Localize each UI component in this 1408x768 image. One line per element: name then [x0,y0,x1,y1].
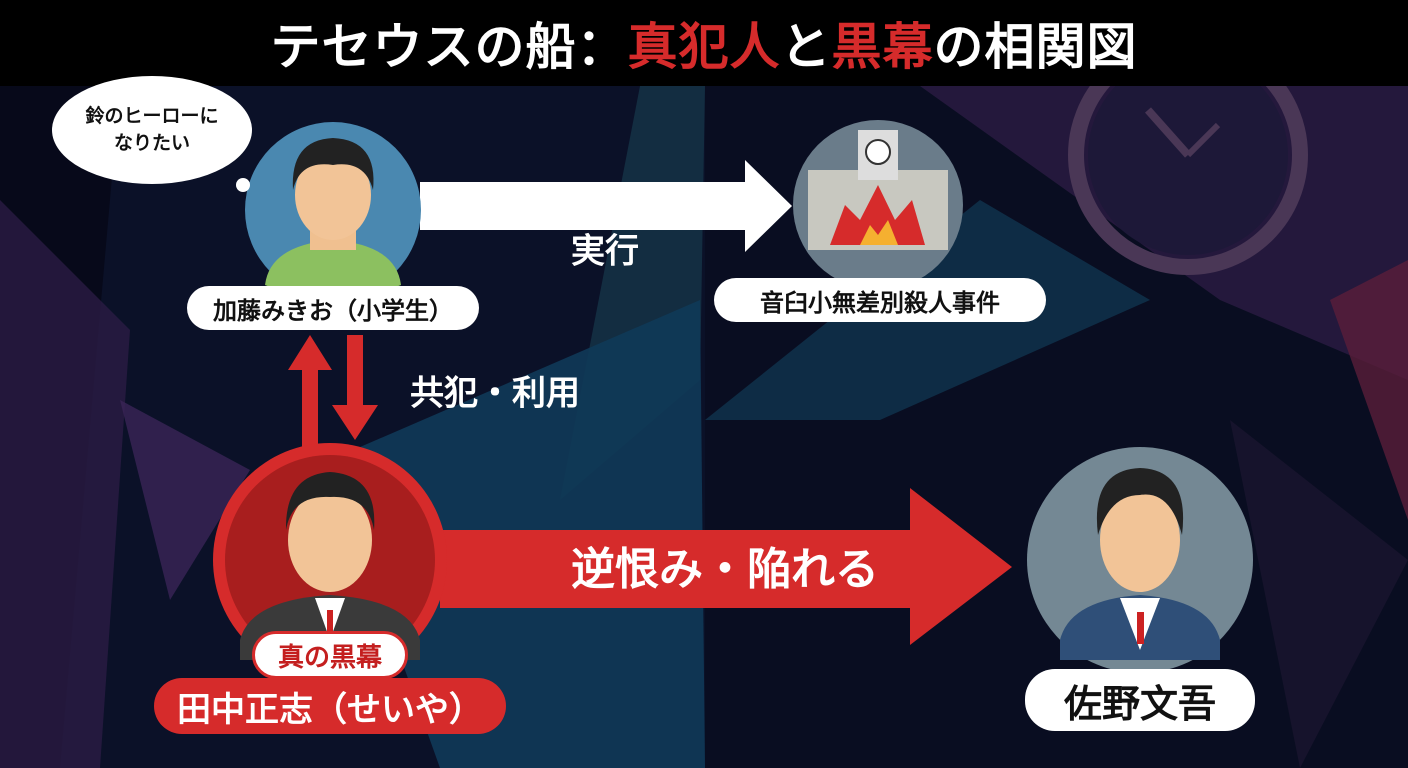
page-title: テセウスの船：真犯人と黒幕の相関図 [0,0,1408,86]
accomplice-arrow-up [288,335,332,450]
kato-label: 加藤みきお（小学生） [187,286,479,330]
execute-arrow [420,160,792,252]
kato-avatar [245,122,421,298]
sano-label: 佐野文吾 [1025,669,1255,731]
tanaka-label: 田中正志（せいや） [154,678,506,734]
mastermind-badge: 真の黒幕 [252,631,408,679]
tanaka-avatar [213,443,447,677]
speech-bubble: 鈴のヒーローに なりたい [52,76,252,184]
incident-label: 音臼小無差別殺人事件 [714,278,1046,322]
execute-edge-label: 実行 [571,231,639,272]
revenge-arrow [440,488,1012,645]
school-incident-icon [793,120,963,290]
revenge-edge-label: 逆恨み・陥れる [571,544,879,595]
sano-avatar [1027,447,1253,673]
bubble-tail [236,178,250,192]
accomplice-edge-label: 共犯・利用 [410,373,580,414]
accomplice-arrow-down [332,335,378,440]
